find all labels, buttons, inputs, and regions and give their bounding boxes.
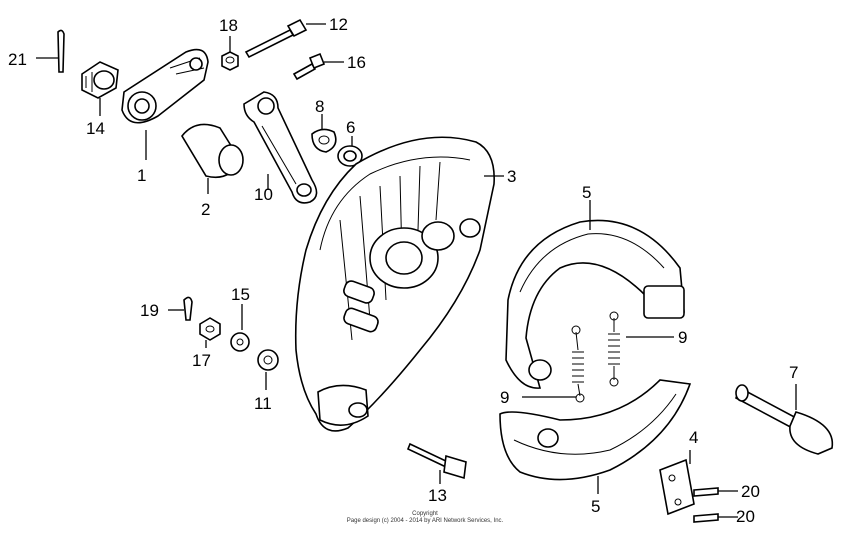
part-20-cotter-pins	[693, 487, 738, 523]
callout-18: 18	[219, 16, 238, 35]
part-9-springs	[522, 311, 674, 403]
part-14-cap	[81, 61, 119, 116]
part-5-lower-brake-shoe	[499, 379, 692, 494]
part-18-nut	[221, 36, 239, 71]
callout-4: 4	[689, 428, 698, 447]
part-13-pivot-pin	[406, 442, 467, 484]
part-6-seal	[337, 136, 363, 167]
callout-13: 13	[428, 486, 447, 505]
callout-5-lower: 5	[591, 497, 600, 516]
part-16-bolt	[292, 52, 344, 81]
part-21-cotter-pin	[36, 29, 65, 73]
callout-9-left: 9	[500, 388, 509, 407]
part-2-sleeve	[181, 123, 244, 194]
part-17-nut	[199, 317, 221, 348]
callout-labels: 21 14 1 18 12 16 10 8 6 2 3 5 9 9 19 15 …	[8, 15, 798, 526]
callout-12: 12	[329, 15, 348, 34]
copyright-line-1: Copyright	[412, 511, 438, 517]
part-19-pin	[168, 296, 193, 321]
part-4-plate	[659, 450, 695, 516]
part-5-upper-brake-shoe	[505, 200, 685, 389]
callout-11: 11	[254, 394, 272, 413]
part-15-washer	[230, 304, 250, 352]
callout-5-upper: 5	[582, 183, 591, 202]
callout-8: 8	[315, 97, 324, 116]
callout-9-right: 9	[678, 328, 687, 347]
callout-16: 16	[347, 53, 366, 72]
part-12-bolt	[244, 18, 326, 59]
copyright-line-2: Page design (c) 2004 - 2014 by ARI Netwo…	[346, 518, 504, 524]
callout-20-upper: 20	[741, 482, 760, 501]
part-1-brake-arm	[121, 48, 209, 160]
callout-20-lower: 20	[736, 507, 755, 526]
callout-17: 17	[192, 351, 211, 370]
callout-2: 2	[201, 200, 210, 219]
callout-3: 3	[507, 167, 516, 186]
part-10-cam-lever	[243, 91, 318, 204]
callout-21: 21	[8, 50, 27, 69]
callout-7: 7	[789, 363, 798, 382]
callout-10: 10	[254, 185, 273, 204]
callout-19: 19	[140, 301, 159, 320]
part-7-axle-shaft	[734, 384, 834, 455]
callout-15: 15	[231, 285, 250, 304]
part-8-clip	[311, 114, 337, 153]
callout-1: 1	[137, 166, 146, 185]
callout-6: 6	[346, 118, 355, 137]
callout-14: 14	[86, 119, 105, 138]
part-11-washer	[257, 349, 279, 390]
part-3-brake-panel	[294, 136, 504, 432]
